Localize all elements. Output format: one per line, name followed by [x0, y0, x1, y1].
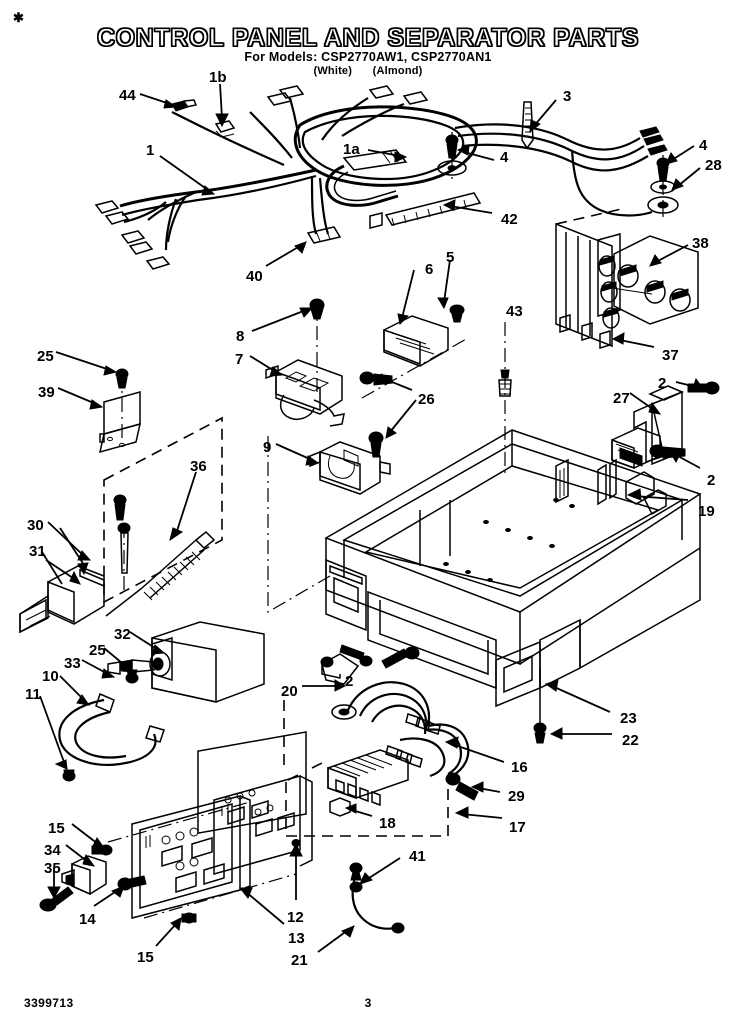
callout-18: 18: [379, 815, 396, 832]
part-37-38-timer-assembly: [555, 207, 699, 350]
callout-11: 11: [25, 686, 41, 703]
part-9-switch: [309, 441, 391, 495]
callout-9: 9: [263, 439, 272, 456]
model-subtitle: For Models: CSP2770AW1, CSP2770AN1: [244, 50, 492, 64]
callout-16: 16: [511, 759, 528, 776]
callout-43: 43: [506, 303, 523, 320]
part-7-8-switch-screw: [265, 298, 345, 427]
callout-1: 1: [146, 142, 155, 159]
callout-leader-lines: [39, 83, 701, 770]
callout-2-lower-right: 2: [707, 472, 716, 489]
callout-12: 12: [287, 909, 304, 926]
callout-44: 44: [119, 87, 136, 104]
part-16-17-18-20-29-assembly: [283, 644, 505, 837]
callout-34: 34: [44, 842, 61, 859]
part-25-39-bracket: [98, 368, 142, 454]
part-27-19-bracket: [611, 377, 720, 501]
callout-22: 22: [622, 732, 639, 749]
callout-31: 31: [29, 543, 46, 560]
callout-15-lower: 15: [137, 949, 154, 966]
callout-41: 41: [409, 848, 426, 865]
callout-23: 23: [620, 710, 637, 727]
main-chassis-body: [267, 429, 702, 708]
part-26-screws: [359, 371, 417, 458]
callout-26: 26: [418, 391, 435, 408]
callout-6: 6: [425, 261, 434, 278]
part-42-strip: [369, 192, 482, 229]
color-variants: (White) (Almond): [0, 65, 736, 77]
callout-4-left: 4: [500, 149, 509, 166]
callout-42: 42: [501, 211, 518, 228]
callout-25-lower: 25: [89, 642, 106, 659]
callout-4-right: 4: [699, 137, 708, 154]
callout-36: 36: [190, 458, 207, 475]
part-43-long-screw: [498, 322, 512, 474]
corner-asterisk-mark: ✱: [13, 10, 24, 25]
control-panel-assembly: [39, 731, 405, 953]
callout-27: 27: [613, 390, 630, 407]
callout-15-upper: 15: [48, 820, 65, 837]
callout-17: 17: [509, 819, 526, 836]
wire-harness-assembly: [94, 85, 668, 270]
part-3-cable-tie: [521, 101, 534, 150]
callout-2-upper-right: 2: [658, 375, 667, 392]
callout-8: 8: [236, 328, 245, 345]
callout-40: 40: [246, 268, 263, 285]
callout-25-upper: 25: [37, 348, 54, 365]
callout-2-center: 2: [345, 673, 354, 690]
footer-page-number: 3: [364, 996, 372, 1010]
part-32-motor-assembly: [58, 621, 265, 782]
callout-32: 32: [114, 626, 131, 643]
callout-30: 30: [27, 517, 44, 534]
callout-19: 19: [698, 503, 715, 520]
callout-20: 20: [281, 683, 298, 700]
callout-7: 7: [235, 351, 244, 368]
callout-37: 37: [662, 347, 679, 364]
callout-38: 38: [692, 235, 709, 252]
color-white-label: (White): [313, 65, 353, 77]
page-title: CONTROL PANEL AND SEPARATOR PARTS: [96, 23, 640, 52]
callout-3: 3: [563, 88, 572, 105]
callout-33: 33: [64, 655, 81, 672]
part-4-screw-left: [437, 132, 467, 182]
footer-part-number: 3399713: [24, 996, 74, 1010]
callout-39: 39: [38, 384, 55, 401]
callout-13: 13: [288, 930, 305, 947]
callout-29: 29: [508, 788, 525, 805]
part-4-28-screw-washers: [647, 155, 679, 217]
callout-21: 21: [291, 952, 308, 969]
callout-28: 28: [705, 157, 722, 174]
part-22-23-mount-screw: [533, 668, 612, 744]
callout-35: 35: [44, 860, 61, 877]
callout-14: 14: [79, 911, 96, 928]
part-30-31-lamp-housing: [19, 527, 105, 634]
color-almond-label: (Almond): [372, 65, 423, 77]
callout-5: 5: [446, 249, 455, 266]
callout-10: 10: [42, 668, 59, 685]
part-5-6-connector: [361, 259, 469, 399]
callout-1a: 1a: [343, 141, 360, 158]
callout-1b: 1b: [209, 69, 227, 86]
part-36-spring-region: [103, 416, 223, 617]
